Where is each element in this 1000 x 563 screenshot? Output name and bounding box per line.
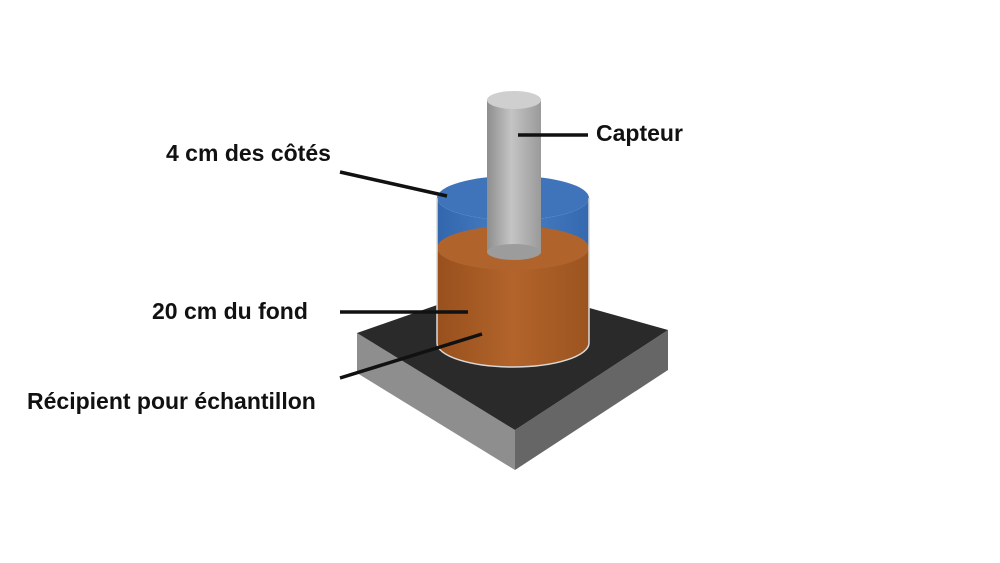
- label-sides-distance: 4 cm des côtés: [166, 140, 331, 166]
- sensor-bottom: [487, 244, 541, 260]
- leader-line-container: [339, 332, 483, 380]
- sensor-body: [487, 100, 541, 252]
- base-right-side: [515, 330, 668, 470]
- label-sample-container: Récipient pour échantillon: [27, 388, 316, 414]
- leader-line-sides: [339, 170, 448, 198]
- leader-lines: [339, 133, 588, 380]
- container-outline: [436, 198, 590, 368]
- label-bottom-distance: 20 cm du fond: [152, 298, 308, 324]
- sensor-probe: [487, 91, 541, 260]
- label-sensor: Capteur: [596, 120, 683, 146]
- sensor-top: [487, 91, 541, 109]
- base-left-side: [357, 333, 515, 470]
